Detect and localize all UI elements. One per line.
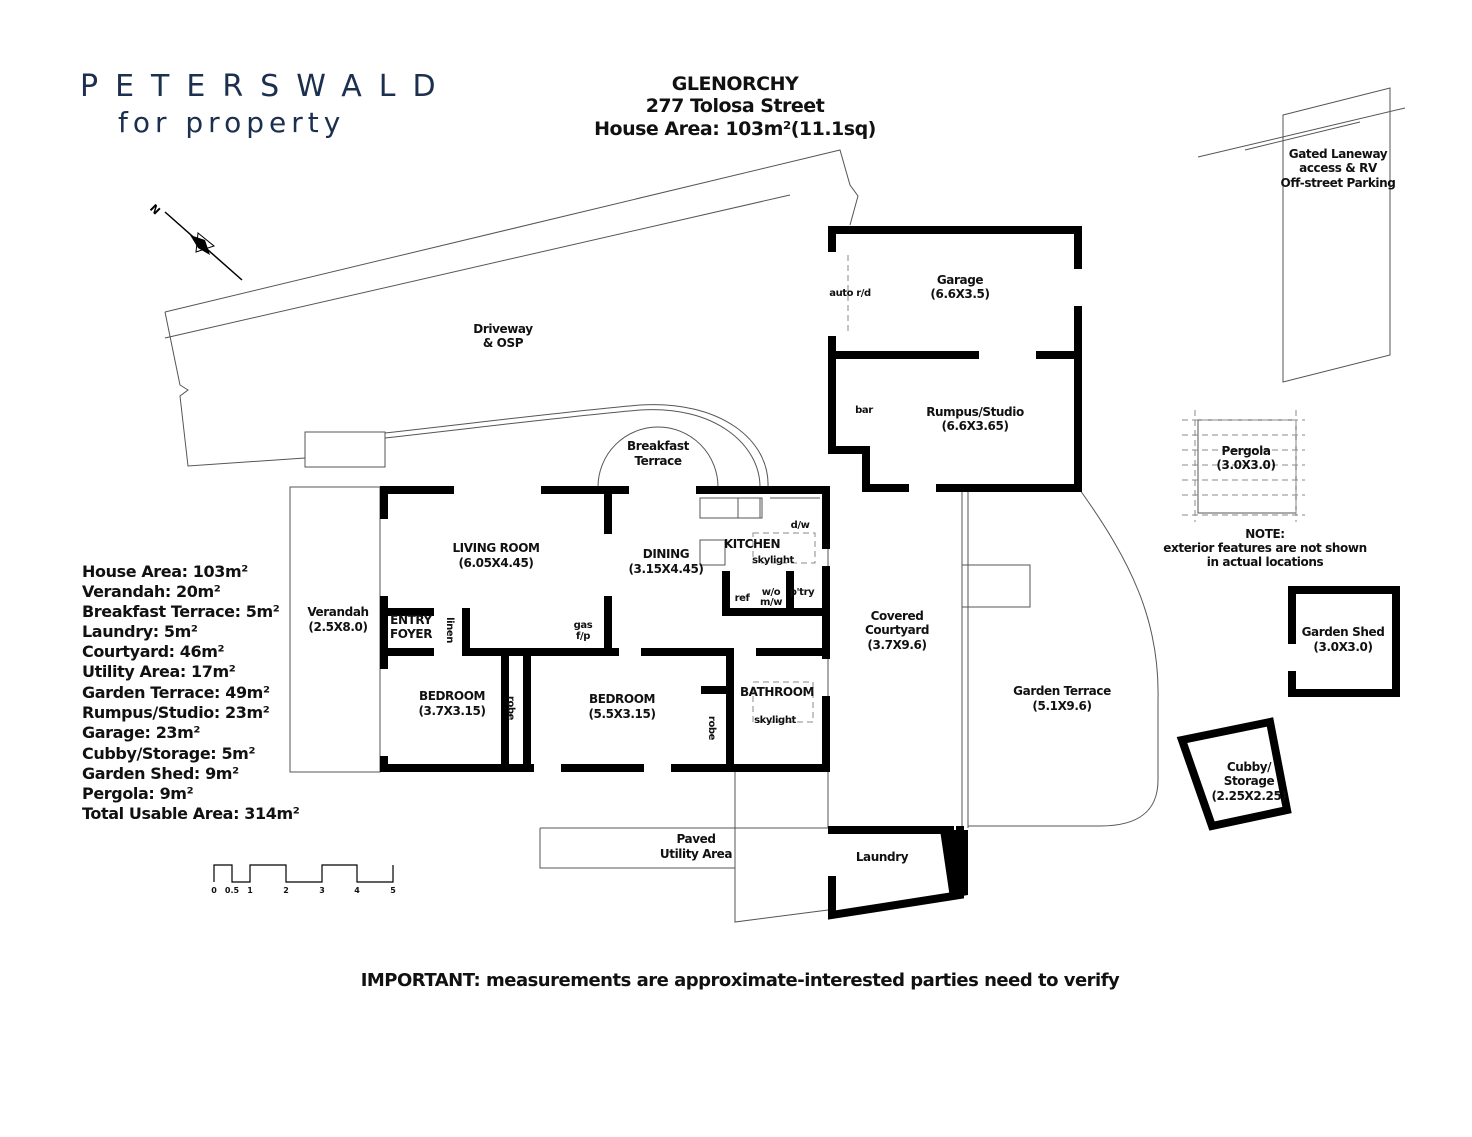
label-rooms-cubby-0: Cubby/ xyxy=(1227,760,1272,774)
label-rooms-robe1: robe xyxy=(505,696,516,721)
disclaimer: IMPORTANT: measurements are approximate-… xyxy=(361,970,1120,991)
label-rooms-courtyard-2: (3.7X9.6) xyxy=(867,638,926,652)
label-rooms-bed1-1: (3.7X3.15) xyxy=(418,704,485,718)
label-areas-4: Courtyard: 46m² xyxy=(82,642,225,661)
label-note-line2: in actual locations xyxy=(1207,555,1324,569)
north-arrow-icon: N xyxy=(147,202,243,281)
label-rooms-bed2-0: BEDROOM xyxy=(589,692,655,706)
label-rooms-utility-0: Paved xyxy=(676,832,715,846)
label-rooms-kitchen_skylight: skylight xyxy=(752,555,794,566)
label-rooms-utility-1: Utility Area xyxy=(660,847,733,861)
label-scale-ticks-2: 1 xyxy=(247,886,253,895)
label-note-title: NOTE: xyxy=(1245,527,1284,541)
label-rooms-dw: d/w xyxy=(791,520,810,531)
label-areas-9: Cubby/Storage: 5m² xyxy=(82,744,255,763)
label-rooms-cubby-2: (2.25X2.25) xyxy=(1211,789,1286,803)
label-scale-ticks-6: 5 xyxy=(390,886,396,895)
area-summary: House Area: 103m² Verandah: 20m² Breakfa… xyxy=(82,562,300,823)
label-rooms-living-1: (6.05X4.45) xyxy=(458,556,533,570)
pergola-grid xyxy=(752,255,1305,723)
suburb-title: GLENORCHY xyxy=(672,73,799,95)
label-rooms-laneway-0: Gated Laneway xyxy=(1289,147,1388,161)
label-rooms-rumpus-1: (6.6X3.65) xyxy=(941,419,1008,433)
label-areas-8: Garage: 23m² xyxy=(82,723,200,742)
label-rooms-ref: ref xyxy=(735,593,751,604)
label-rooms-entry-1: FOYER xyxy=(390,627,432,641)
label-rooms-wo-0: w/o xyxy=(762,587,781,598)
label-rooms-bath_skylight: skylight xyxy=(754,715,796,726)
label-rooms-pantry: p'try xyxy=(790,587,815,598)
label-rooms-dining-0: DINING xyxy=(643,547,689,561)
label-rooms-pergola-1: (3.0X3.0) xyxy=(1216,458,1275,472)
label-rooms-driveway-0: Driveway xyxy=(473,322,533,336)
label-rooms-dining-1: (3.15X4.45) xyxy=(628,562,703,576)
house-area-title: House Area: 103m²(11.1sq) xyxy=(594,118,876,140)
label-rooms-laneway-1: access & RV xyxy=(1299,161,1378,175)
label-scale-ticks-0: 0 xyxy=(211,886,217,895)
address: 277 Tolosa Street xyxy=(646,95,825,117)
label-rooms-verandah-0: Verandah xyxy=(307,605,368,619)
label-rooms-shed-1: (3.0X3.0) xyxy=(1313,640,1372,654)
label-rooms-bed1-0: BEDROOM xyxy=(419,689,485,703)
room-labels: Driveway & OSP Garage (6.6X3.5) auto r/d… xyxy=(307,147,1396,864)
label-areas-5: Utility Area: 17m² xyxy=(82,662,236,681)
label-rooms-breakfast-0: Breakfast xyxy=(627,439,690,453)
scale-bar: 0 0.5 1 2 3 4 5 xyxy=(211,864,396,895)
label-rooms-bar: bar xyxy=(855,405,873,416)
label-areas-2: Breakfast Terrace: 5m² xyxy=(82,602,280,621)
label-rooms-gas-0: gas xyxy=(574,620,593,631)
label-scale-ticks-3: 2 xyxy=(283,886,289,895)
label-rooms-bed2-1: (5.5X3.15) xyxy=(588,707,655,721)
label-rooms-laundry: Laundry xyxy=(856,850,909,864)
label-rooms-kitchen: KITCHEN xyxy=(724,537,780,551)
label-areas-12: Total Usable Area: 314m² xyxy=(82,804,300,823)
label-areas-7: Rumpus/Studio: 23m² xyxy=(82,703,270,722)
label-scale-ticks-1: 0.5 xyxy=(225,886,240,895)
walls xyxy=(380,226,1400,920)
label-rooms-verandah-1: (2.5X8.0) xyxy=(308,620,367,634)
label-scale-ticks-4: 3 xyxy=(319,886,325,895)
label-rooms-living-0: LIVING ROOM xyxy=(452,541,539,555)
label-areas-11: Pergola: 9m² xyxy=(82,784,194,803)
label-rooms-garden_terrace-1: (5.1X9.6) xyxy=(1032,699,1091,713)
label-rooms-linen: linen xyxy=(444,617,455,643)
label-rooms-garage-0: Garage xyxy=(937,273,984,287)
label-rooms-entry-0: ENTRY xyxy=(390,613,432,627)
label-rooms-courtyard-1: Courtyard xyxy=(865,623,929,637)
label-rooms-driveway-1: & OSP xyxy=(483,336,524,350)
logo: PETERSWALD for property xyxy=(80,69,453,139)
label-compass-label: N xyxy=(147,202,163,218)
label-areas-3: Laundry: 5m² xyxy=(82,622,198,641)
label-note-line1: exterior features are not shown xyxy=(1163,541,1366,555)
label-rooms-pergola-0: Pergola xyxy=(1221,444,1270,458)
label-rooms-shed-0: Garden Shed xyxy=(1302,625,1385,639)
label-areas-0: House Area: 103m² xyxy=(82,562,248,581)
label-areas-6: Garden Terrace: 49m² xyxy=(82,683,270,702)
label-scale-ticks-5: 4 xyxy=(354,886,360,895)
label-rooms-cubby-1: Storage xyxy=(1224,774,1275,788)
label-logo-line2: for property xyxy=(118,106,345,139)
note: NOTE: exterior features are not shown in… xyxy=(1163,527,1367,569)
label-rooms-bathroom: BATHROOM xyxy=(740,685,814,699)
label-rooms-gas-1: f/p xyxy=(576,631,590,642)
label-rooms-garage-1: (6.6X3.5) xyxy=(930,287,989,301)
label-logo-line1: PETERSWALD xyxy=(80,69,453,104)
label-rooms-courtyard-0: Covered xyxy=(871,609,924,623)
label-rooms-breakfast-1: Terrace xyxy=(634,454,681,468)
label-rooms-laneway-2: Off-street Parking xyxy=(1281,176,1396,190)
label-rooms-rumpus-0: Rumpus/Studio xyxy=(926,405,1024,419)
label-areas-1: Verandah: 20m² xyxy=(82,582,221,601)
label-areas-10: Garden Shed: 9m² xyxy=(82,764,239,783)
label-rooms-auto_door: auto r/d xyxy=(829,288,871,299)
label-rooms-wo-1: m/w xyxy=(760,597,782,608)
label-rooms-robe2: robe xyxy=(706,716,717,741)
label-rooms-garden_terrace-0: Garden Terrace xyxy=(1013,684,1111,698)
